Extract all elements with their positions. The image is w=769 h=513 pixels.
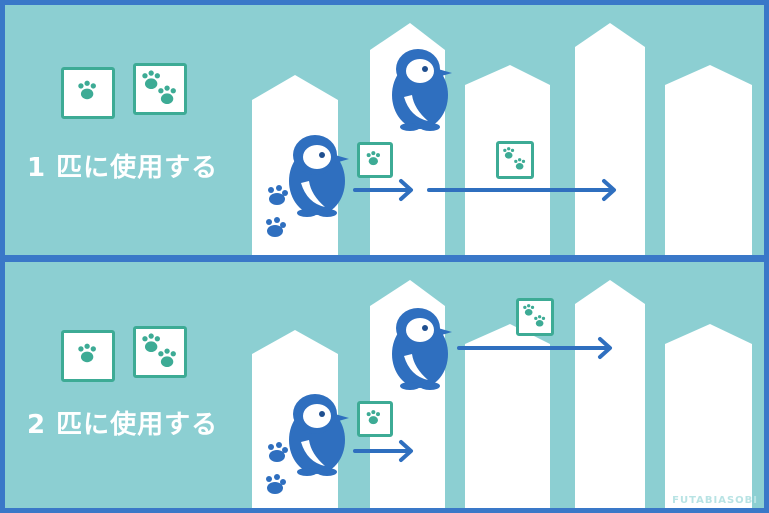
double-footprint-card-icon: [496, 141, 534, 179]
panel-label-two: 2 匹に使用する: [27, 410, 219, 440]
double-footprint-card-icon: [516, 298, 554, 336]
scene-one-penguin: [252, 23, 752, 255]
footprint-icon: [266, 474, 286, 494]
single-footprint-card-icon: [357, 142, 393, 178]
panel-label-one: 1 匹に使用する: [27, 153, 219, 183]
watermark: FUTABIASOBI: [672, 495, 758, 506]
scene-two-penguins: [252, 280, 752, 508]
panel-two-penguins: 2 匹に使用する FUTABIASOBI: [5, 262, 764, 508]
penguin-icon: [289, 394, 349, 476]
footprint-icon: [266, 217, 286, 237]
building: [665, 65, 752, 255]
building: [575, 23, 645, 255]
double-footprint-card-icon: [133, 63, 187, 115]
building: [575, 280, 645, 508]
single-footprint-card-icon: [61, 67, 115, 119]
footprint-icon: [268, 442, 288, 462]
single-footprint-card-icon: [61, 330, 115, 382]
arrow-right-icon: [457, 337, 612, 359]
footprint-icon: [268, 185, 288, 205]
single-footprint-card-icon: [357, 401, 393, 437]
penguin-icon: [392, 308, 452, 390]
panel-one-penguin: 1 匹に使用する: [5, 5, 764, 255]
building: [665, 324, 752, 508]
double-footprint-card-icon: [133, 326, 187, 378]
building: [465, 324, 550, 508]
penguin-icon: [392, 49, 452, 131]
penguin-icon: [289, 135, 349, 217]
arrow-right-icon: [427, 179, 616, 201]
arrow-right-icon: [353, 440, 413, 462]
arrow-right-icon: [353, 179, 413, 201]
